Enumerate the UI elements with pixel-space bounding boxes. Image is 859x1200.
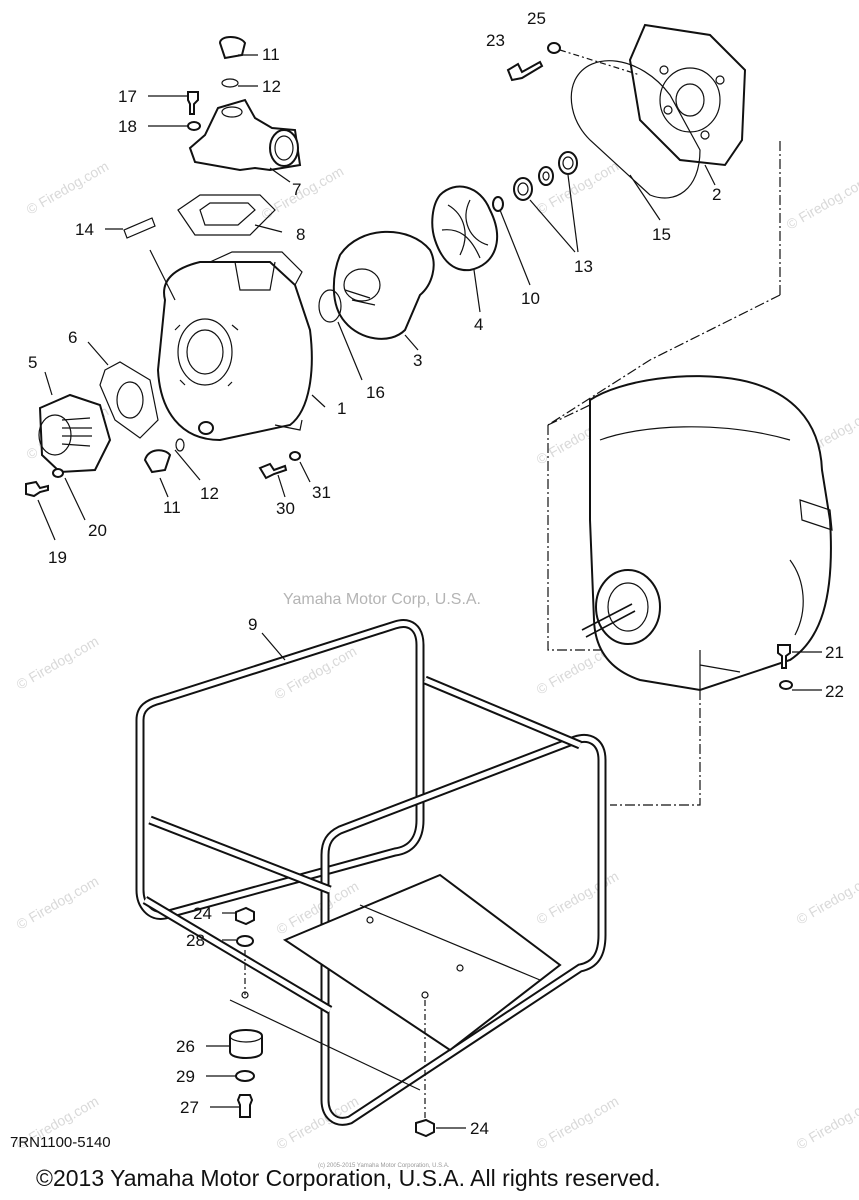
engine-assembly bbox=[547, 140, 833, 806]
inlet-union bbox=[38, 393, 112, 474]
callout-6: 6 bbox=[68, 328, 77, 347]
callout-27: 27 bbox=[180, 1098, 199, 1117]
watermark: © Firedog.com bbox=[14, 873, 102, 933]
callout-9: 9 bbox=[248, 615, 257, 634]
mount-parts bbox=[229, 906, 435, 1138]
fasteners bbox=[25, 42, 793, 690]
callout-13: 13 bbox=[574, 257, 593, 276]
callout-16: 16 bbox=[366, 383, 385, 402]
watermark: © Firedog.com bbox=[24, 158, 112, 218]
watermark: © Firedog.com bbox=[534, 868, 622, 928]
tiny-copyright: (c) 2005-2015 Yamaha Motor Corporation, … bbox=[318, 1163, 450, 1169]
gasket-15 bbox=[570, 60, 701, 199]
o-ring-12b bbox=[175, 438, 185, 452]
callout-31: 31 bbox=[312, 483, 331, 502]
leader-lines bbox=[37, 49, 822, 1129]
callout-5: 5 bbox=[28, 353, 37, 372]
callout-26: 26 bbox=[176, 1037, 195, 1056]
label-14-shape bbox=[123, 217, 156, 239]
callout-29: 29 bbox=[176, 1067, 195, 1086]
elbow-gasket bbox=[177, 194, 276, 236]
inlet-gasket bbox=[99, 361, 159, 439]
callout-21: 21 bbox=[825, 643, 844, 662]
watermark: © Firedog.com bbox=[534, 1093, 622, 1153]
callout-2: 2 bbox=[712, 185, 721, 204]
callout-1: 1 bbox=[337, 399, 346, 418]
watermark: © Firedog.com bbox=[14, 633, 102, 693]
callout-22: 22 bbox=[825, 682, 844, 701]
callout-3: 3 bbox=[413, 351, 422, 370]
mechanical-seal bbox=[492, 151, 578, 212]
callout-12: 12 bbox=[262, 77, 281, 96]
outlet-elbow bbox=[188, 98, 302, 172]
watermark: © Firedog.com bbox=[784, 173, 859, 233]
callout-23: 23 bbox=[486, 31, 505, 50]
callout-12b: 12 bbox=[200, 484, 219, 503]
callout-15: 15 bbox=[652, 225, 671, 244]
volute-case bbox=[332, 230, 435, 340]
callout-7: 7 bbox=[292, 180, 301, 199]
copyright-footer: ©2013 Yamaha Motor Corporation, U.S.A. A… bbox=[36, 1165, 661, 1191]
o-ring-12 bbox=[221, 78, 239, 88]
o-ring-16 bbox=[318, 289, 342, 323]
callout-17: 17 bbox=[118, 87, 137, 106]
callout-14: 14 bbox=[75, 220, 94, 239]
callout-10: 10 bbox=[521, 289, 540, 308]
callout-11: 11 bbox=[262, 45, 280, 64]
watermark: © Firedog.com bbox=[794, 868, 859, 928]
callout-18: 18 bbox=[118, 117, 137, 136]
callout-25: 25 bbox=[527, 9, 546, 28]
callout-24b: 24 bbox=[470, 1119, 489, 1138]
watermark: © Firedog.com bbox=[794, 1093, 859, 1153]
callout-19: 19 bbox=[48, 548, 67, 567]
filler-cap bbox=[218, 36, 247, 60]
callout-28: 28 bbox=[186, 931, 205, 950]
drawing-code: 7RN1100-5140 bbox=[10, 1134, 111, 1151]
pump-cover-rear bbox=[628, 23, 747, 167]
drain-plug bbox=[143, 449, 172, 474]
pump-casing bbox=[156, 251, 313, 442]
callout-30: 30 bbox=[276, 499, 295, 518]
callout-4: 4 bbox=[474, 315, 483, 334]
credit-text: Yamaha Motor Corp, U.S.A. bbox=[283, 591, 481, 608]
callout-20: 20 bbox=[88, 521, 107, 540]
callout-8: 8 bbox=[296, 225, 305, 244]
callout-11b: 11 bbox=[163, 498, 181, 517]
callouts: 11 12 17 18 7 8 14 6 5 1 16 3 4 10 13 15… bbox=[28, 9, 844, 1138]
impeller bbox=[431, 185, 499, 272]
frame bbox=[135, 619, 607, 1126]
callout-24: 24 bbox=[193, 904, 212, 923]
